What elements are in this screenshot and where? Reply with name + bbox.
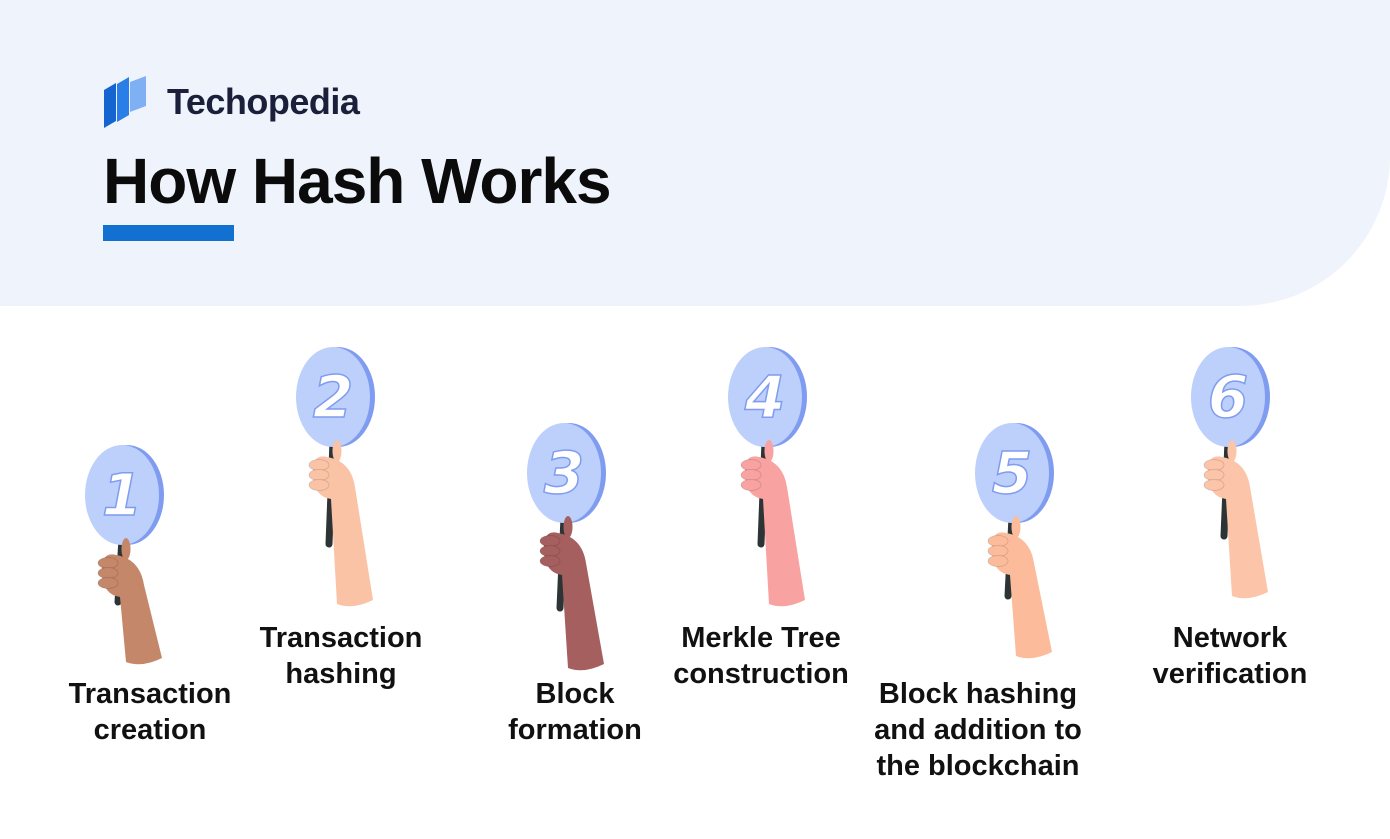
arm [312,456,373,607]
arm [1207,456,1268,599]
step-label-line: the blockchain [876,750,1080,782]
step-label-line: verification [1152,658,1308,690]
sign-number: 6 [1208,363,1248,431]
finger [539,535,561,547]
step-graphic-6: 6 [1191,347,1270,599]
step-label-1: Transaction creation [30,676,270,748]
step-label-line: Block hashing [878,678,1078,710]
finger [539,545,561,557]
thumb [332,440,342,462]
arm [744,456,805,607]
sign-number: 3 [544,439,584,507]
step-label-line: Merkle Tree [681,622,841,654]
finger [740,459,762,471]
finger [308,459,330,471]
finger [308,479,330,491]
step-label-line: Network [1172,622,1288,654]
step-graphic-5: 5 [975,423,1054,659]
thumb [1227,440,1237,462]
finger [740,469,762,481]
step-label-6: Network verification [1110,620,1350,692]
arm [543,532,604,671]
sign-face [85,445,159,545]
techopedia-logo-icon [104,76,146,128]
hand-holding-sign-icon: 5 [975,423,1054,659]
step-label-line: hashing [285,658,397,690]
step-label-line: Transaction [68,678,232,710]
sign-number: 4 [744,363,785,431]
page-title: How Hash Works [103,145,612,217]
hand-holding-sign-icon: 3 [527,423,606,671]
step-graphic-2: 2 [296,347,375,607]
hand-holding-sign-icon: 6 [1191,347,1270,599]
step-label-line: Block [535,678,615,710]
sign-face [975,423,1049,523]
hand-holding-sign-icon: 2 [296,347,375,607]
step-label-line: and addition to [874,714,1082,746]
sign-face [527,423,601,523]
finger [97,557,119,569]
step-label-5: Block hashing and addition to the blockc… [858,676,1098,784]
thumb [563,516,573,538]
step-label-3: Block formation [455,676,695,748]
brand: Techopedia [103,76,360,128]
step-label-line: formation [508,714,642,746]
finger [987,545,1009,557]
finger [987,555,1009,567]
step-label-4: Merkle Tree construction [641,620,881,692]
finger [1203,459,1225,471]
step-label-line: construction [673,658,849,690]
sign-face [296,347,370,447]
finger [740,479,762,491]
finger [97,567,119,579]
finger [308,469,330,481]
hand-holding-sign-icon: 4 [728,347,807,607]
arm [991,532,1052,659]
step-graphic-3: 3 [527,423,606,671]
finger [1203,479,1225,491]
thumb [121,538,131,560]
sign-face [1191,347,1265,447]
finger [987,535,1009,547]
thumb [1011,516,1021,538]
brand-name: Techopedia [167,81,360,122]
step-graphic-1: 1 [85,445,164,665]
title-underline [103,225,234,241]
thumb [764,440,774,462]
hand-holding-sign-icon: 1 [85,445,164,665]
sign-number: 2 [313,363,353,431]
sign-number: 1 [102,461,142,529]
finger [1203,469,1225,481]
header-band [0,0,1390,306]
step-label-line: Transaction [259,622,423,654]
finger [539,555,561,567]
step-label-line: creation [93,714,207,746]
sign-number: 5 [992,439,1032,507]
sign-face [728,347,802,447]
finger [97,577,119,589]
step-graphic-4: 4 [728,347,807,607]
step-label-2: Transaction hashing [221,620,461,692]
